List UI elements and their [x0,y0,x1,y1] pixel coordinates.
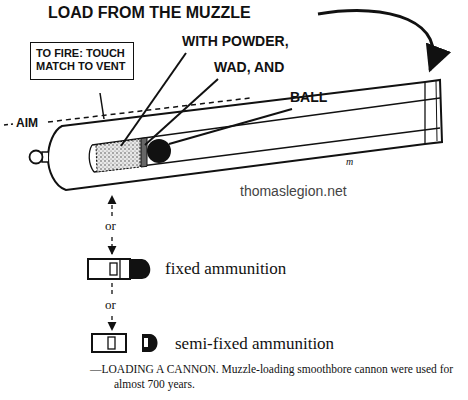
watermark: thomaslegion.net [240,183,347,199]
muzzle-ring [424,82,425,144]
leader-line [169,109,292,144]
or-arrow [111,316,112,330]
powder-charge [96,139,140,172]
callout-label: WITH POWDER, [182,33,289,49]
wad [141,138,147,167]
figure-caption: —LOADING A CANNON. Muzzle-loading smooth… [90,362,458,392]
bore [89,98,440,172]
muzzle-arrow [318,11,433,70]
ammunition-label: semi-fixed ammunition [175,334,334,354]
aim-line [48,98,250,122]
fixed-cartridge [88,259,150,279]
or-label: or [105,218,116,234]
or-arrow [111,283,112,296]
semi-fixed-cartridge [92,334,158,352]
callout-label: WAD, AND [214,59,284,75]
callout-label: BALL [290,89,327,105]
cannon-ball [147,139,171,163]
leader-line [145,79,218,145]
ammunition-label: fixed ammunition [165,259,286,279]
instruction-text: TO FIRE: TOUCH MATCH TO VENT [36,47,126,73]
or-arrow [111,237,112,254]
aim-label: AIM [16,116,38,130]
or-label: or [105,297,116,313]
aim-line [4,124,13,125]
cannon-barrel [48,80,442,190]
artist-signature: m [346,156,353,167]
or-arrow [111,196,112,216]
cascabel-knob [30,151,43,164]
muzzle-face [436,81,437,141]
heading-lettering: LOAD FROM THE MUZZLE [48,4,251,22]
instruction-box: TO FIRE: TOUCH MATCH TO VENT [30,42,134,80]
